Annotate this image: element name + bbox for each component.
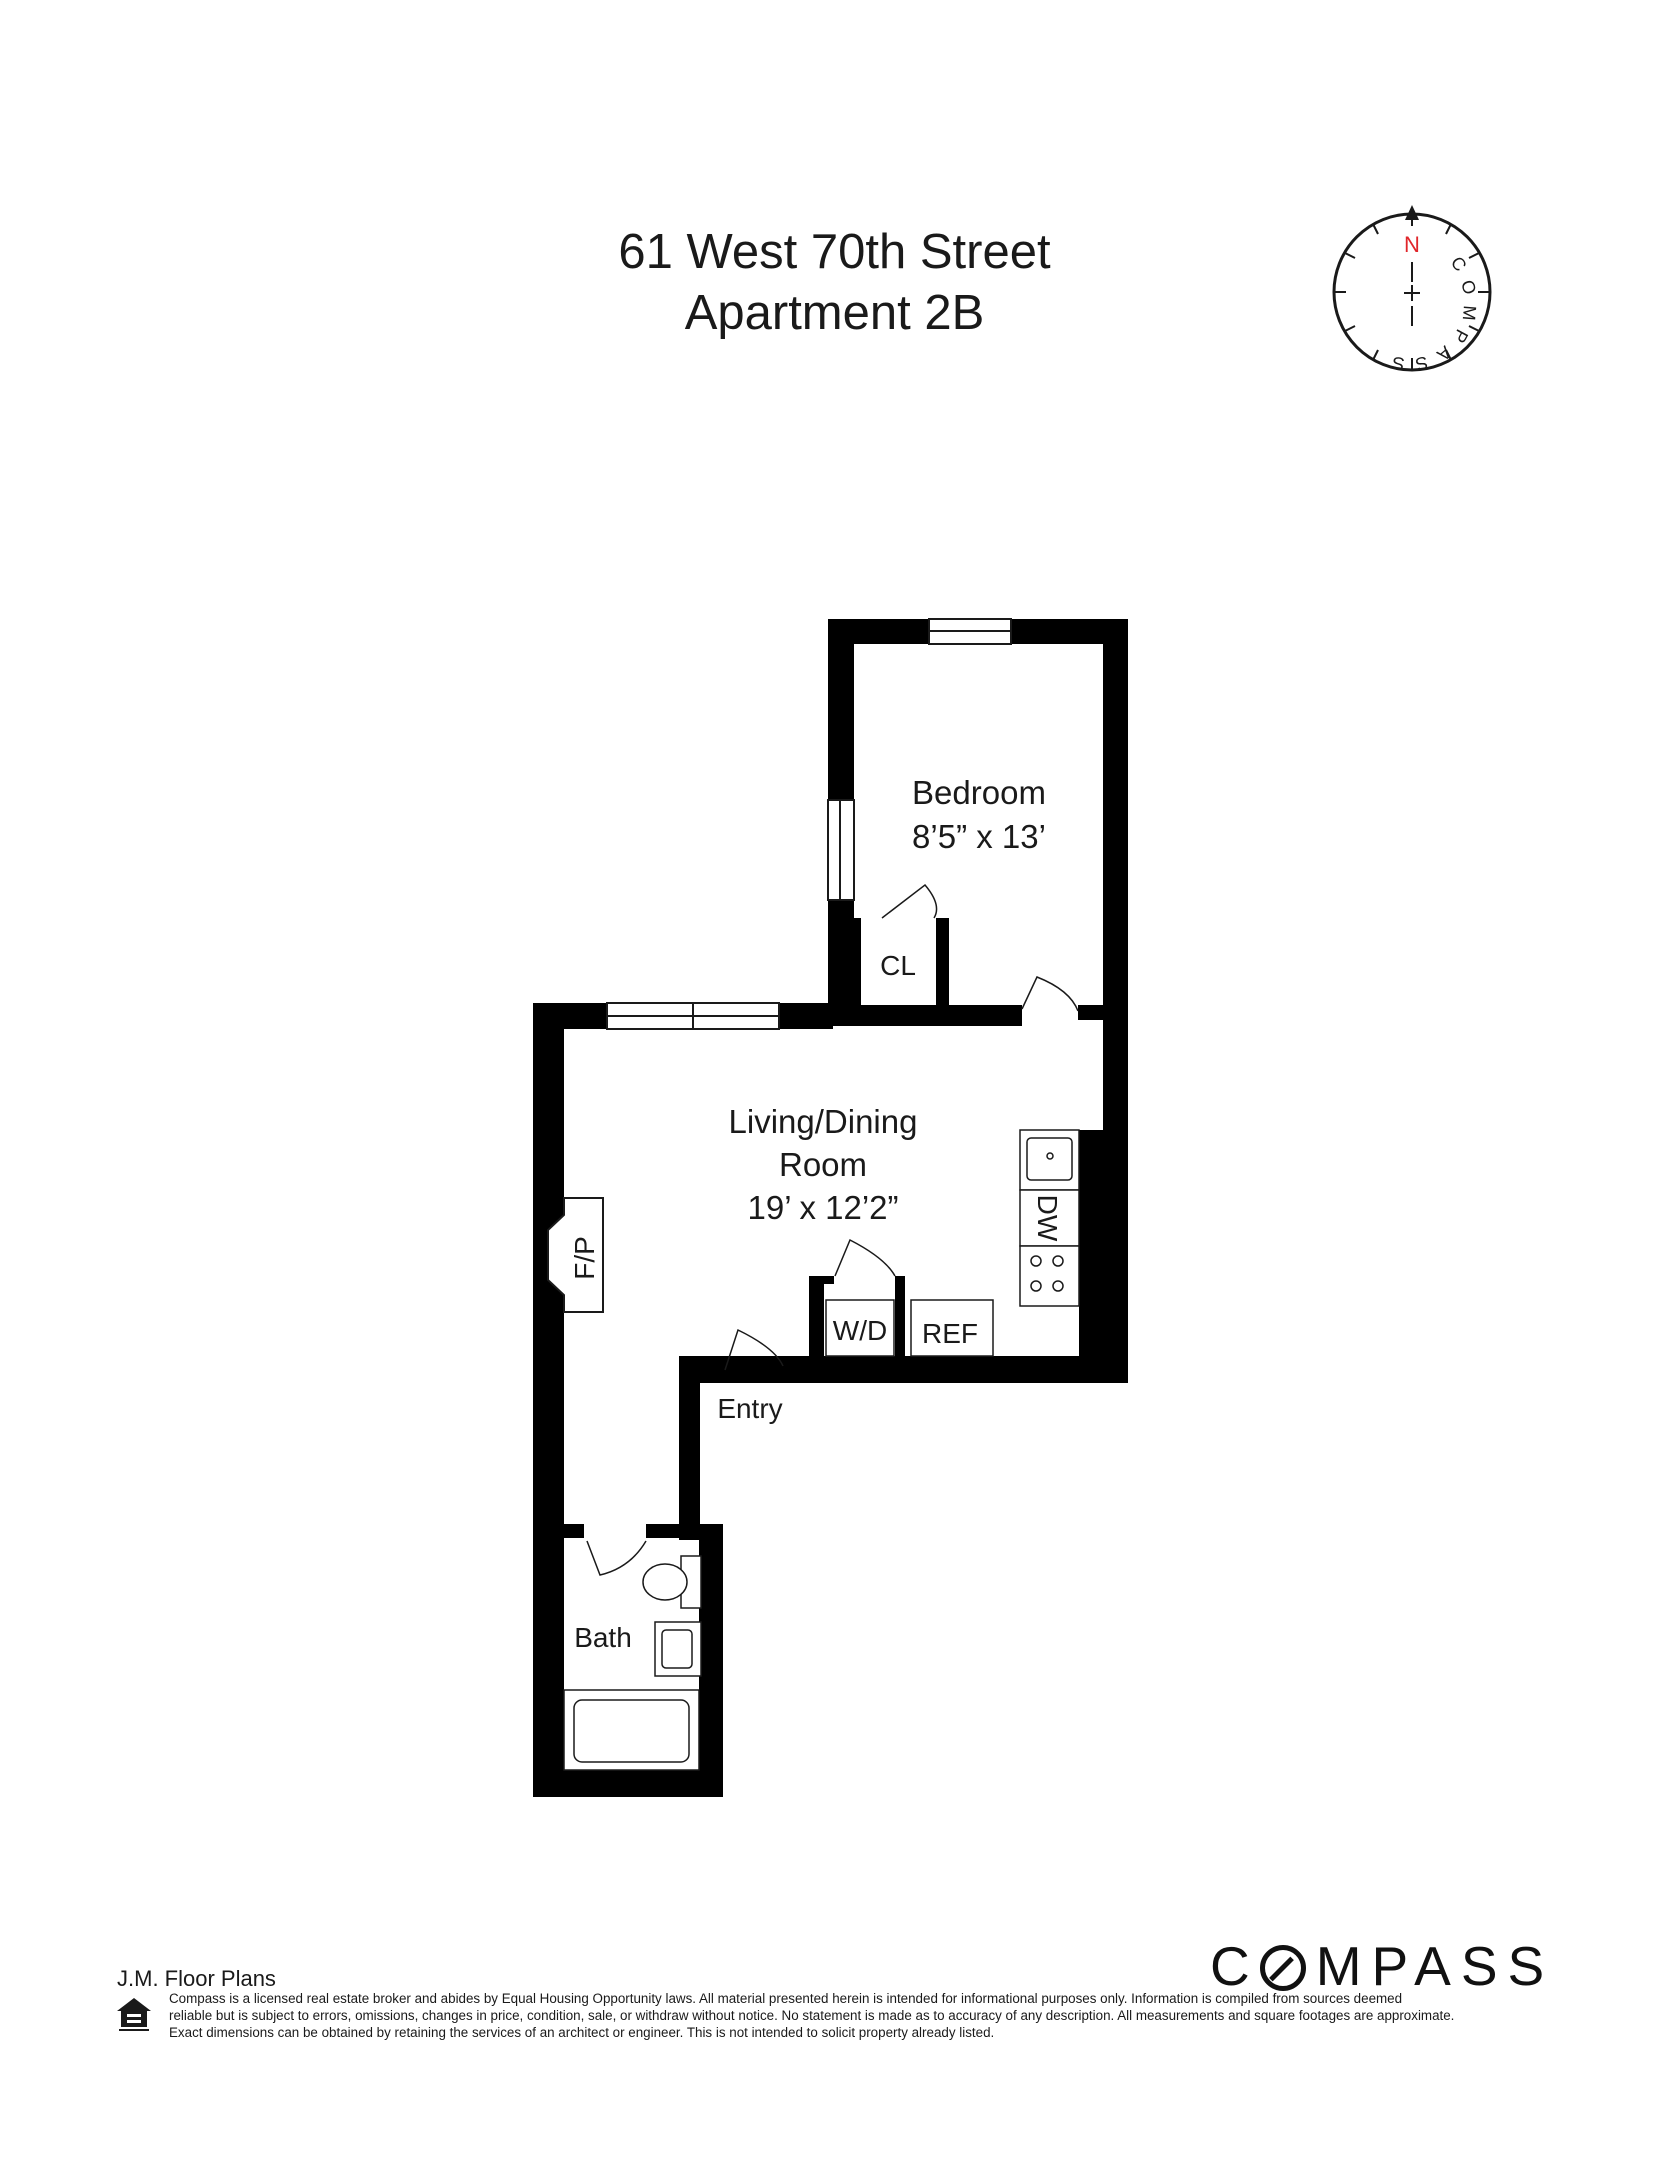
dishwasher-label: DW: [1032, 1195, 1063, 1242]
fireplace-icon: [547, 1197, 604, 1313]
doors: [586, 883, 1079, 1576]
refrigerator-label: REF: [922, 1318, 978, 1349]
unit-line: Apartment 2B: [684, 286, 985, 340]
bath-fixtures: [563, 1555, 702, 1771]
svg-text:S: S: [1392, 353, 1406, 374]
living-name-2: Room: [779, 1146, 867, 1183]
walls: [533, 619, 1128, 1797]
svg-text:S: S: [1413, 352, 1430, 374]
compass-north-label: N: [1404, 232, 1420, 257]
plan-title: 61 West 70th Street Apartment 2B: [0, 222, 1669, 344]
bath-label: Bath: [574, 1622, 632, 1653]
svg-text:P: P: [1449, 326, 1472, 346]
equal-housing-icon: [117, 1998, 151, 2031]
address-line: 61 West 70th Street: [618, 225, 1051, 279]
living-dims: 19’ x 12’2”: [747, 1189, 898, 1226]
closet-label: CL: [880, 950, 916, 981]
bedroom-name: Bedroom: [912, 774, 1046, 811]
kitchen-fixtures: [825, 1129, 1080, 1357]
entry-label: Entry: [717, 1393, 782, 1424]
svg-text:M: M: [1459, 305, 1480, 322]
logo-o-icon: [1259, 1945, 1306, 1991]
bedroom-dims: 8’5” x 13’: [912, 818, 1046, 855]
legal-disclaimer: Compass is a licensed real estate broker…: [169, 1990, 1509, 2041]
living-name-1: Living/Dining: [729, 1103, 918, 1140]
disclaimer-line-2: reliable but is subject to errors, omiss…: [169, 2008, 1455, 2023]
svg-text:O: O: [1457, 278, 1480, 297]
disclaimer-line-3: Exact dimensions can be obtained by reta…: [169, 2025, 995, 2040]
washer-dryer-label: W/D: [833, 1315, 887, 1346]
disclaimer-line-1: Compass is a licensed real estate broker…: [169, 1991, 1403, 2006]
compass-rose-icon: N C O M P A S S: [1332, 205, 1492, 375]
floor-plan-credit: J.M. Floor Plans: [117, 1966, 276, 1991]
windows: [606, 618, 1012, 1030]
fireplace-label: F/P: [569, 1236, 600, 1280]
svg-text:C: C: [1447, 253, 1471, 275]
svg-text:A: A: [1433, 342, 1455, 365]
